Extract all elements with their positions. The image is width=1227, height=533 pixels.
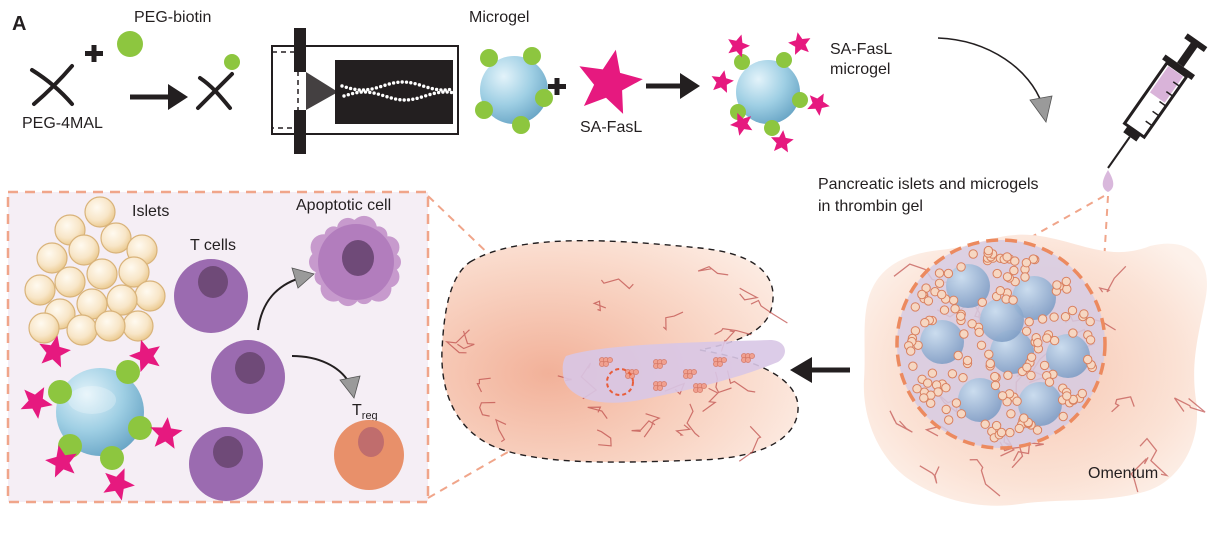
implant-zoom-circle	[895, 238, 1107, 450]
islet-cell-icon	[68, 234, 100, 266]
peg-biotin-bead-icon	[117, 31, 143, 57]
microgel-bead-icon	[1018, 382, 1062, 426]
panel-letter: A	[12, 13, 26, 35]
fasl-star-icon	[150, 417, 183, 449]
peg-4mal-molecule-icon	[30, 64, 74, 106]
sa-fasl-star-icon	[579, 49, 643, 114]
fasl-star-icon	[771, 130, 794, 153]
microgel-bead-icon	[958, 378, 1002, 422]
fasl-star-icon	[728, 34, 750, 58]
curved-arrow-icon	[257, 267, 315, 331]
fasl-star-icon	[711, 70, 734, 93]
islet-cell-icon	[36, 242, 68, 274]
microgel-bead-icon	[920, 320, 964, 364]
syringe-icon	[1107, 33, 1208, 169]
microgel-bead-icon	[980, 298, 1024, 342]
islet-cell-icon	[24, 274, 56, 306]
peg-4mal-label: PEG-4MAL	[22, 115, 103, 132]
islet-cell-icon	[86, 258, 118, 290]
curved-arrow-icon	[291, 355, 361, 399]
islet-cell-icon	[100, 222, 132, 254]
microgel-bead-icon	[1012, 276, 1056, 320]
fasl-star-icon	[807, 93, 830, 116]
t-cell-icon	[211, 340, 285, 414]
fasl-star-icon	[129, 339, 160, 373]
islet-cell-icon	[122, 310, 154, 342]
plus-icon	[85, 45, 103, 62]
islet-cell-icon	[106, 284, 138, 316]
inset-fasl-microgel-icon	[20, 335, 183, 501]
islet-cell-icon	[66, 314, 98, 346]
islets-cluster-icon	[24, 196, 166, 346]
fasl-star-icon	[45, 445, 77, 478]
t-cells-label: T cells	[190, 237, 236, 254]
fasl-star-icon	[788, 32, 811, 55]
microfluidic-device-icon	[271, 28, 459, 154]
islet-cell-icon	[94, 310, 126, 342]
thrombin-gel-implant	[562, 340, 785, 403]
islet-cell-icon	[84, 196, 116, 228]
arrow-right-icon	[646, 73, 700, 99]
curved-arrow-icon	[937, 37, 1053, 123]
islets-label: Islets	[132, 203, 169, 220]
fasl-star-icon	[20, 387, 53, 419]
injection-label-line2: in thrombin gel	[818, 198, 923, 215]
arrow-right-icon	[130, 84, 188, 110]
microgel-bead-icon	[946, 264, 990, 308]
fasl-star-icon	[39, 335, 71, 368]
sa-fasl-microgel-label-line2: microgel	[830, 61, 890, 78]
microgel-bead-icon	[1046, 334, 1090, 378]
omentum-label: Omentum	[1088, 465, 1158, 482]
fasl-star-icon	[730, 112, 753, 136]
islet-cell-icon	[134, 280, 166, 312]
arrow-left-icon	[790, 357, 850, 383]
t-cell-icon	[189, 427, 263, 501]
t-cell-icon	[174, 259, 248, 333]
functionalized-peg-icon	[196, 54, 240, 110]
sa-fasl-microgel-icon	[711, 32, 830, 153]
gel-droplet-icon	[1102, 170, 1114, 192]
treg-label: Treg	[352, 402, 378, 422]
islet-cell-icon	[54, 266, 86, 298]
microgel-bead-icon	[475, 47, 553, 134]
fasl-star-icon	[103, 468, 135, 501]
plus-icon	[548, 78, 566, 95]
islet-cell-icon	[118, 256, 150, 288]
sa-fasl-label: SA-FasL	[580, 119, 642, 136]
islet-cell-icon	[28, 312, 60, 344]
sa-fasl-microgel-label-line1: SA-FasL	[830, 41, 892, 58]
apoptotic-cell-label: Apoptotic cell	[296, 197, 391, 214]
peg-biotin-label: PEG-biotin	[134, 9, 211, 26]
treg-cell-icon	[334, 420, 404, 490]
injection-label-line1: Pancreatic islets and microgels	[818, 176, 1039, 193]
apoptotic-cell-icon	[309, 215, 401, 307]
microgel-label: Microgel	[469, 9, 529, 26]
